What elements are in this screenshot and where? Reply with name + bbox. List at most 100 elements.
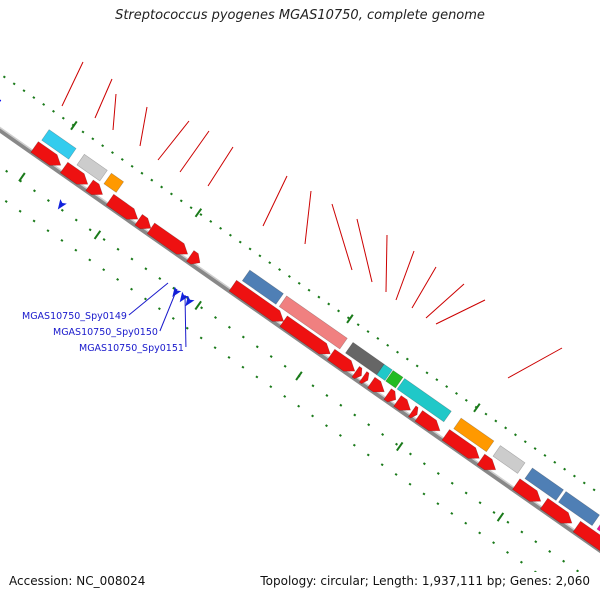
- tick-mark-0: [101, 144, 105, 148]
- cds-arrow: [476, 453, 497, 471]
- tick-mark-1: [520, 530, 524, 534]
- tick-mark-1: [436, 472, 440, 475]
- tick-mark-1: [325, 394, 329, 397]
- tick-mark-2: [171, 317, 175, 320]
- accession-text: Accession: NC_008024: [9, 574, 146, 588]
- tick-mark-0: [2, 75, 6, 79]
- tick-mark-0: [120, 158, 124, 161]
- tick-mark-0: [110, 151, 114, 155]
- cog-box: [524, 467, 564, 501]
- major-tick: [473, 403, 481, 413]
- cds-arrow: [59, 161, 89, 185]
- tick-mark-0: [140, 171, 144, 175]
- cds-arrow: [279, 315, 331, 355]
- cds-arrow: [383, 388, 397, 403]
- cds-arrow: [134, 213, 152, 230]
- tick-mark-2: [199, 336, 203, 340]
- tick-mark-0: [130, 164, 134, 168]
- major-tick: [93, 230, 102, 240]
- tick-mark-0: [582, 481, 586, 485]
- tick-mark-1: [102, 238, 106, 241]
- cog-box: [278, 295, 348, 350]
- tick-mark-0: [278, 268, 282, 272]
- tick-mark-1: [464, 491, 468, 495]
- tick-mark-2: [283, 395, 287, 398]
- leader-line: [94, 78, 113, 119]
- tick-mark-1: [353, 413, 357, 417]
- cds-arrow: [414, 410, 441, 432]
- tick-mark-2: [157, 307, 161, 311]
- tick-mark-2: [394, 473, 398, 476]
- tick-mark-2: [506, 551, 509, 554]
- tick-mark-1: [548, 550, 552, 553]
- tick-mark-0: [209, 219, 213, 223]
- leader-line: [139, 106, 148, 147]
- feature-layer: [0, 99, 600, 552]
- tick-mark-2: [32, 219, 36, 223]
- tick-mark-0: [553, 460, 557, 464]
- cds-arrow: [441, 429, 480, 459]
- tick-mark-1: [450, 481, 454, 485]
- tick-mark-2: [185, 326, 189, 330]
- tick-mark-2: [422, 492, 426, 496]
- leader-line: [356, 218, 373, 283]
- tick-mark-0: [366, 330, 370, 333]
- tick-mark-0: [179, 199, 183, 203]
- cds-arrow: [512, 478, 542, 502]
- tick-mark-0: [228, 233, 232, 237]
- tick-mark-2: [366, 453, 370, 457]
- tick-mark-1: [74, 218, 78, 222]
- label-layer: MGAS10750_Spy0149MGAS10750_Spy0150MGAS10…: [22, 311, 184, 354]
- tick-mark-0: [415, 364, 419, 368]
- tick-mark-0: [445, 385, 449, 389]
- label-leader-lines: [61, 61, 563, 379]
- leader-line: [128, 282, 169, 316]
- leader-line: [304, 190, 312, 245]
- tick-mark-1: [311, 384, 315, 388]
- tick-mark-1: [478, 501, 482, 505]
- cds-arrow: [351, 365, 363, 380]
- tick-mark-2: [255, 375, 259, 379]
- tick-mark-2: [325, 424, 328, 428]
- major-tick: [194, 208, 203, 218]
- gene-label-reverse: MGAS10750_Spy0151: [79, 343, 184, 354]
- tick-mark-2: [338, 434, 342, 437]
- leader-line: [184, 294, 187, 348]
- tick-mark-1: [339, 403, 343, 407]
- tick-mark-2: [533, 570, 537, 572]
- tick-mark-0: [464, 398, 468, 402]
- tick-mark-2: [88, 258, 92, 262]
- tick-mark-2: [143, 297, 147, 301]
- tick-mark-0: [405, 357, 409, 361]
- tick-mark-1: [367, 423, 371, 427]
- genome-summary-text: Topology: circular; Length: 1,937,111 bp…: [260, 574, 590, 588]
- tick-mark-0: [317, 295, 321, 299]
- tick-mark-0: [258, 254, 262, 258]
- cds-arrow: [393, 395, 411, 411]
- tick-mark-1: [576, 569, 580, 572]
- tick-mark-0: [22, 89, 26, 93]
- tick-mark-2: [74, 248, 78, 252]
- tick-mark-2: [241, 365, 245, 369]
- tick-mark-1: [227, 325, 231, 329]
- tick-mark-0: [199, 213, 203, 216]
- tick-mark-0: [563, 467, 567, 471]
- tick-mark-0: [435, 378, 439, 382]
- tick-mark-0: [169, 192, 173, 196]
- tick-mark-0: [513, 433, 517, 437]
- leader-line: [61, 61, 84, 107]
- reverse-cds-arrow: [57, 199, 67, 210]
- cog-box: [376, 363, 393, 381]
- reverse-cds-arrow: [179, 291, 189, 303]
- tick-mark-1: [5, 169, 9, 173]
- tick-mark-0: [307, 288, 311, 292]
- tick-mark-1: [534, 540, 538, 544]
- cds-arrow: [105, 193, 139, 220]
- cds-arrow: [358, 371, 370, 385]
- tick-mark-2: [311, 414, 315, 418]
- tick-mark-0: [189, 206, 193, 210]
- cog-box: [453, 417, 495, 453]
- tick-mark-2: [102, 268, 106, 272]
- cds-arrow: [85, 179, 104, 196]
